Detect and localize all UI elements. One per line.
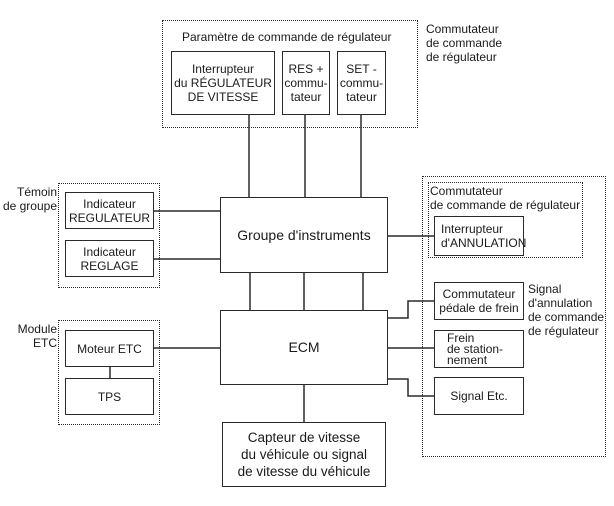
signal-etc-node: Signal Etc. (434, 377, 524, 415)
group-indicator-label: Témoin de groupe (2, 185, 57, 213)
cancel-switch-group (428, 182, 583, 258)
set-switch-node: SET - commu- tateur (337, 51, 386, 115)
res-switch-node: RES + commu- tateur (282, 51, 330, 115)
regulator-params-group (162, 20, 418, 128)
instrument-cluster-node: Groupe d'instruments (220, 197, 388, 273)
parking-brake-node: Frein de station- nement (434, 330, 524, 368)
cancel-signal-group (422, 176, 606, 457)
regulator-switch-outer-label: Commutateur de commande de régulateur (426, 22, 503, 64)
cruise-switch-node: Interrupteur du RÉGULATEUR DE VITESSE (171, 51, 275, 115)
wire-ecm-brake-pedal (388, 300, 434, 319)
etc-module-group (58, 320, 160, 425)
cancel-switch-group-title: Commutateur de commande de régulateur (430, 184, 581, 212)
regulator-params-title: Paramètre de commande de régulateur (182, 30, 392, 44)
indicator-setting-node: Indicateur REGLAGE (65, 240, 154, 277)
cancel-signal-label: Signal d'annulation de commande de régul… (528, 282, 605, 338)
brake-pedal-switch-node: Commutateur pédale de frein (434, 282, 524, 320)
cancel-switch-node: Interrupteur d'ANNULATION (434, 216, 526, 256)
speed-sensor-node: Capteur de vitesse du véhicule ou signal… (222, 422, 386, 487)
indicator-regulator-node: Indicateur REGULATEUR (65, 192, 154, 229)
ecm-node: ECM (220, 310, 388, 385)
etc-motor-node: Moteur ETC (65, 330, 154, 367)
group-indicator-group (58, 183, 160, 288)
wire-ecm-signal-etc (388, 378, 434, 397)
tps-node: TPS (65, 378, 154, 415)
etc-module-label: Module ETC (17, 322, 57, 350)
